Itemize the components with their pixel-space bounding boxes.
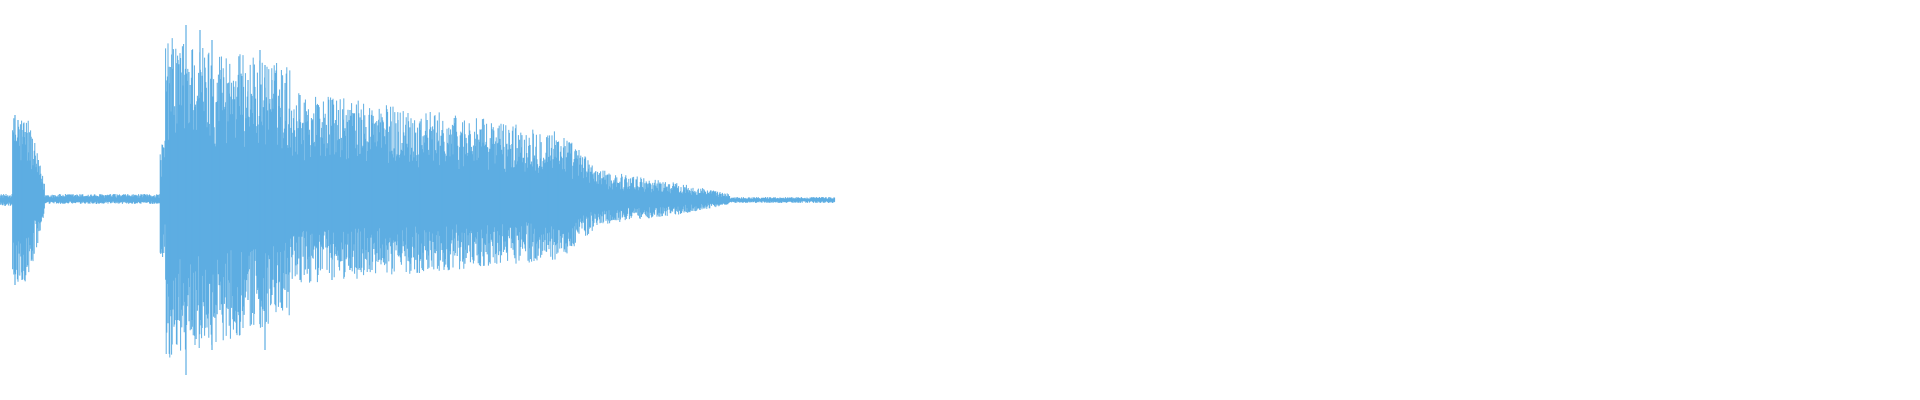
waveform-peaks xyxy=(0,25,836,375)
waveform-trace xyxy=(0,38,836,358)
